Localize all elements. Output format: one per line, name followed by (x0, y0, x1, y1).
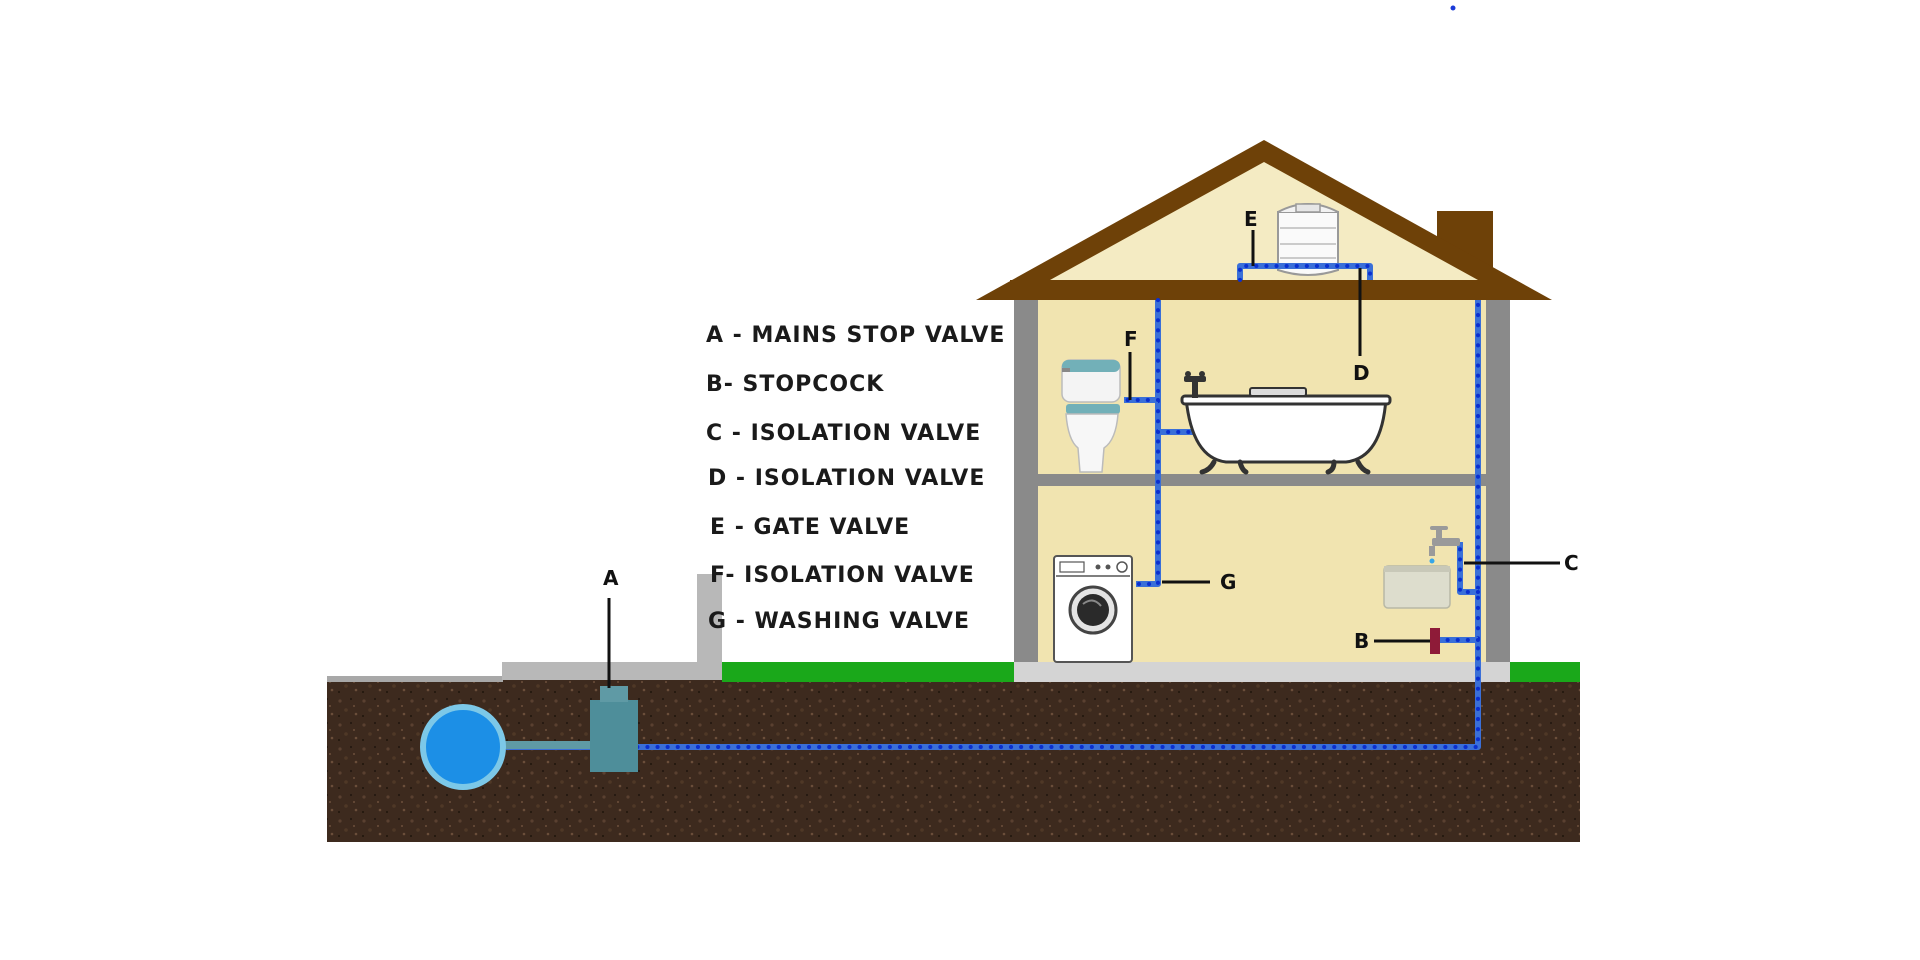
washing-machine-icon (1053, 555, 1133, 663)
legend: A - MAINS STOP VALVE B- STOPCOCK C - ISO… (706, 323, 1005, 634)
stopcock-icon (1430, 628, 1440, 654)
legend-item-f: F- ISOLATION VALVE (710, 563, 975, 588)
grass-front (722, 662, 1014, 682)
marker-a: A (603, 566, 619, 590)
pipe-network (504, 263, 1481, 750)
tap-icon (1429, 526, 1460, 564)
water-main-icon (420, 704, 506, 790)
marker-g: G (1220, 570, 1236, 594)
grass-back (1510, 662, 1580, 682)
bathtub-icon (1180, 371, 1392, 475)
water-tank-icon (1277, 203, 1339, 276)
toilet-icon (1061, 359, 1121, 473)
marker-d: D (1353, 361, 1370, 385)
legend-item-a: A - MAINS STOP VALVE (706, 323, 1005, 348)
meter-box-icon (590, 686, 638, 772)
garden-path (502, 662, 722, 680)
marker-c: C (1564, 551, 1579, 575)
attic-floor (1010, 280, 1510, 300)
legend-item-e: E - GATE VALVE (710, 515, 910, 540)
marker-b: B (1354, 629, 1369, 653)
pavement (327, 676, 503, 682)
foundation (1014, 662, 1510, 682)
left-wall (1014, 298, 1038, 662)
garden-wall (697, 574, 722, 680)
soil (327, 678, 1580, 842)
legend-item-d: D - ISOLATION VALVE (708, 466, 985, 491)
sink-icon (1383, 565, 1451, 609)
attic (1050, 162, 1478, 280)
legend-item-g: G - WASHING VALVE (708, 609, 970, 634)
legend-item-c: C - ISOLATION VALVE (706, 421, 981, 446)
marker-e: E (1244, 207, 1258, 231)
marker-f: F (1124, 327, 1138, 351)
floor-slab (1036, 474, 1488, 486)
right-wall (1486, 298, 1510, 662)
stray-dot (1450, 5, 1456, 11)
legend-item-b: B- STOPCOCK (706, 372, 884, 397)
